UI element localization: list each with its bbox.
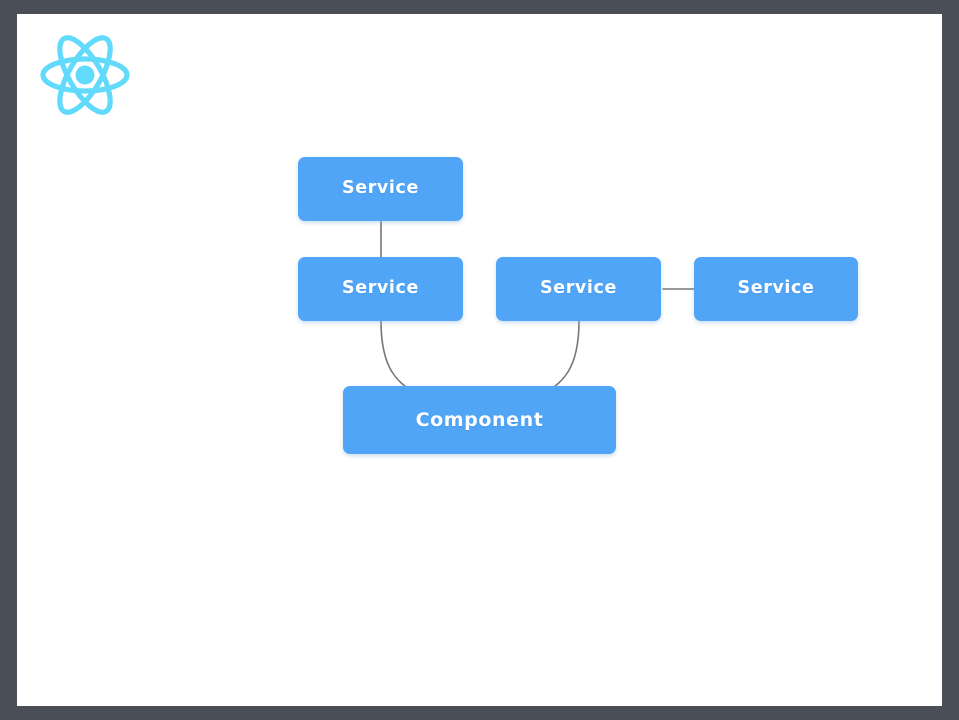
react-logo: [35, 30, 135, 120]
node-service-3[interactable]: Service: [496, 257, 661, 321]
node-service-4[interactable]: Service: [694, 257, 858, 321]
service-component-diagram: Service Service Service Service Componen…: [17, 14, 942, 706]
slide-canvas: Service Service Service Service Componen…: [17, 14, 942, 706]
node-component-1[interactable]: Component: [343, 386, 616, 454]
node-label: Component: [415, 408, 544, 431]
node-label: Service: [342, 278, 419, 299]
react-logo-nucleus: [75, 65, 95, 85]
node-label: Service: [342, 178, 419, 199]
diagram-edge-layer: [380, 220, 695, 399]
node-service-1[interactable]: Service: [298, 157, 463, 221]
node-label: Service: [540, 278, 617, 299]
node-service-2[interactable]: Service: [298, 257, 463, 321]
node-label: Service: [737, 278, 815, 299]
